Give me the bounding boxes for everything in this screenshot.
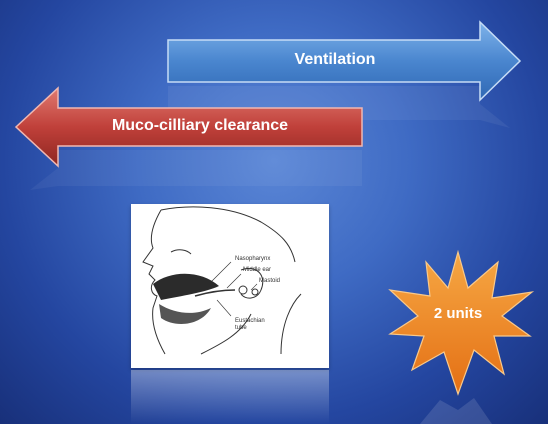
anatomy-illustration — [131, 204, 329, 368]
label-nasopharynx: Nasopharynx — [235, 256, 270, 262]
clearance-label: Muco-cilliary clearance — [70, 117, 330, 135]
ventilation-label: Ventilation — [250, 51, 420, 69]
badge-label: 2 units — [418, 305, 498, 322]
label-middle-ear: Middle ear — [243, 267, 271, 273]
figure-reflection — [131, 370, 329, 424]
anatomy-figure: Nasopharynx Middle ear Mastoid Eustachia… — [131, 204, 329, 368]
badge-starburst — [390, 252, 532, 424]
label-mastoid: Mastoid — [259, 278, 280, 284]
label-eustachian: Eustachian — [235, 318, 265, 324]
label-tube: tube — [235, 325, 247, 331]
